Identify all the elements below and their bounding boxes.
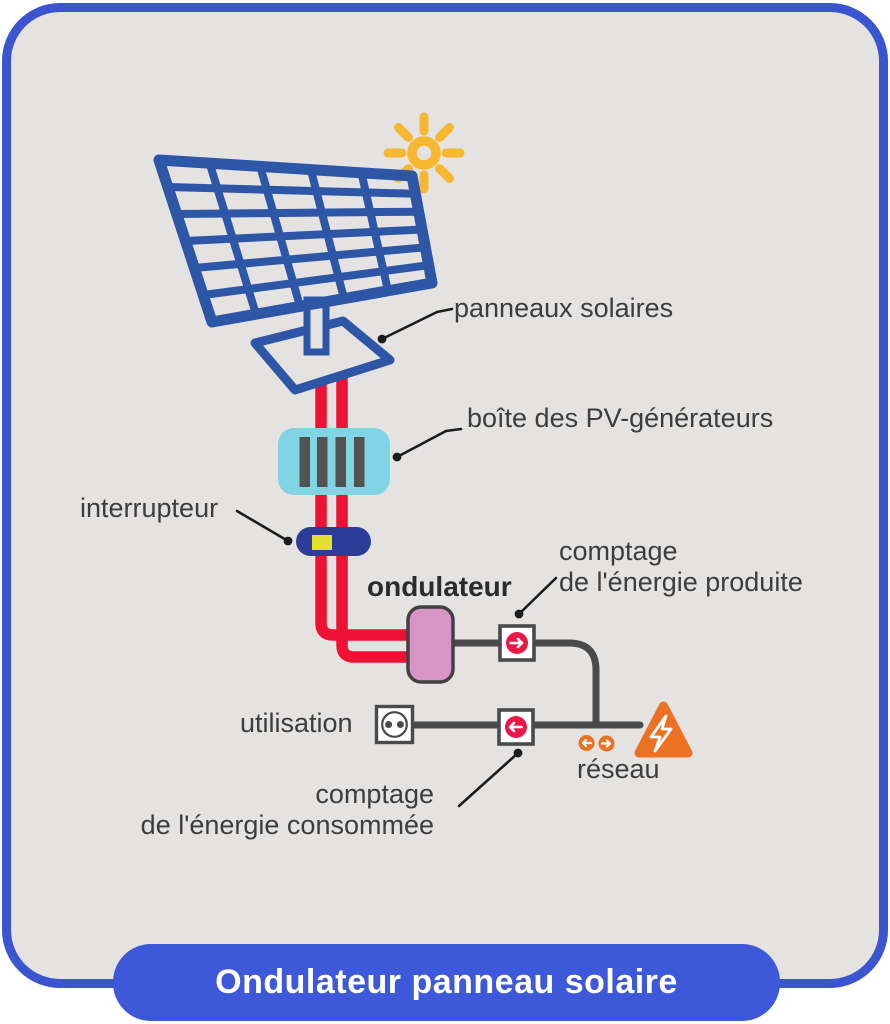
inverter-icon xyxy=(406,605,455,684)
pointer-consommee xyxy=(457,751,520,808)
label-ondulateur: ondulateur xyxy=(367,571,512,602)
pv-generator-box-icon xyxy=(278,428,390,495)
label-reseau: réseau xyxy=(577,754,660,784)
label-comptage-produite: comptage de l'énergie produite xyxy=(559,536,803,598)
pointer-interrupteur xyxy=(235,509,290,543)
label-utilisation: utilisation xyxy=(240,708,353,738)
grid-warning-icon xyxy=(634,701,693,758)
label-comptage-produite-line2: de l'énergie produite xyxy=(559,567,803,597)
label-comptage-consommee-line2: de l'énergie consommée xyxy=(140,810,434,840)
label-comptage-consommee: comptage de l'énergie consommée xyxy=(141,779,434,841)
pointer-produite xyxy=(517,576,558,616)
pointer-dots xyxy=(283,334,524,758)
sun-icon xyxy=(383,112,465,194)
label-comptage-consommee-line1: comptage xyxy=(315,779,434,809)
label-panneaux-solaires: panneaux solaires xyxy=(454,293,674,323)
label-boite-pv-generateurs: boîte des PV-générateurs xyxy=(467,403,774,433)
banner-title: Ondulateur panneau solaire xyxy=(215,963,678,1001)
switch-icon xyxy=(296,527,371,556)
exchange-left-icon xyxy=(578,735,595,751)
diagram-card xyxy=(2,3,888,988)
dc-cables xyxy=(315,345,408,663)
title-banner: Ondulateur panneau solaire xyxy=(113,944,780,1021)
production-meter-icon xyxy=(498,624,536,662)
label-interrupteur: interrupteur xyxy=(80,493,219,523)
exchange-right-icon xyxy=(598,735,615,752)
outlet-icon xyxy=(374,704,415,745)
solar-panel-icon xyxy=(153,154,438,328)
pointer-panneaux xyxy=(380,307,454,341)
pointer-boite xyxy=(395,427,463,459)
label-comptage-produite-line1: comptage xyxy=(559,536,678,566)
pointer-lines xyxy=(235,307,558,808)
consumption-meter-icon xyxy=(497,708,535,746)
